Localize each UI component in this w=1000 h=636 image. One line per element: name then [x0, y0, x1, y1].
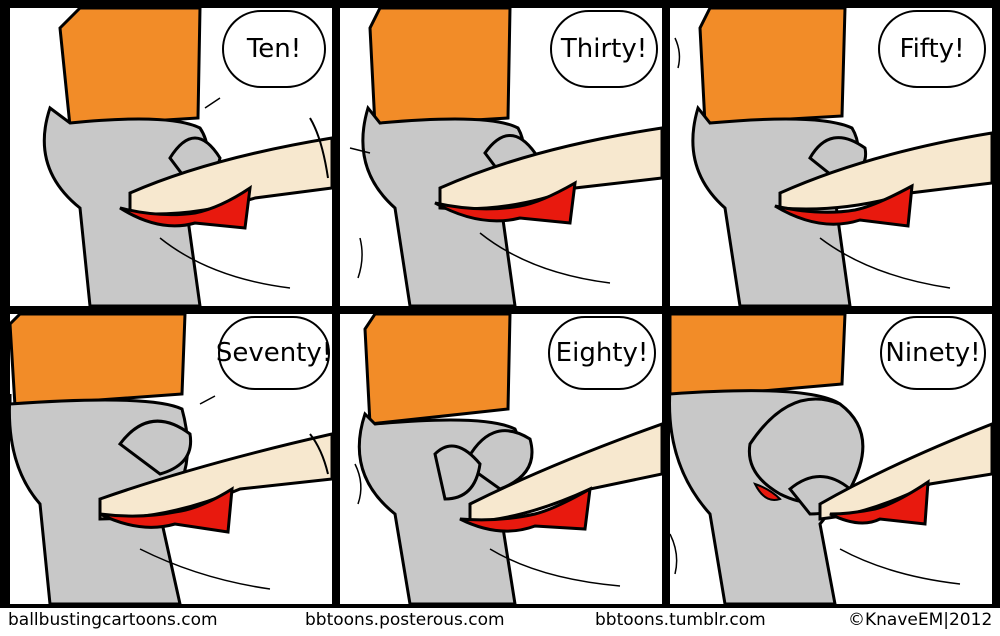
- panel-6-art: [670, 314, 992, 604]
- comic-panel-5: Eighty!: [340, 314, 662, 604]
- comic-panel-1: Ten!: [10, 8, 332, 306]
- panel-2-art: [349, 8, 662, 306]
- panel-4-art: [10, 314, 332, 604]
- comic-panel-3: Fifty!: [670, 8, 992, 306]
- footer-link-tumblr[interactable]: bbtoons.tumblr.com: [595, 610, 766, 630]
- panel-5-art: [354, 314, 662, 604]
- panel-1-art: [42, 8, 332, 306]
- speech-bubble: Eighty!: [548, 316, 656, 390]
- speech-bubble: Thirty!: [550, 10, 658, 88]
- speech-bubble: Seventy!: [216, 316, 332, 390]
- footer-link-ballbustingcartoons[interactable]: ballbustingcartoons.com: [8, 610, 218, 630]
- footer-link-posterous[interactable]: bbtoons.posterous.com: [305, 610, 505, 630]
- speech-bubble: Ninety!: [880, 316, 986, 390]
- footer-bar: ballbustingcartoons.com bbtoons.posterou…: [0, 608, 1000, 636]
- comic-panel-6: Ninety!: [670, 314, 992, 604]
- comic-panel-2: Thirty!: [340, 8, 662, 306]
- speech-bubble: Fifty!: [878, 10, 986, 88]
- panel-3-art: [674, 8, 992, 306]
- footer-copyright: ©KnaveEM|2012: [848, 610, 993, 630]
- comic-strip: Ten! Thirty! Fifty!: [0, 0, 1000, 610]
- comic-panel-4: Seventy!: [10, 314, 332, 604]
- speech-bubble: Ten!: [222, 10, 326, 88]
